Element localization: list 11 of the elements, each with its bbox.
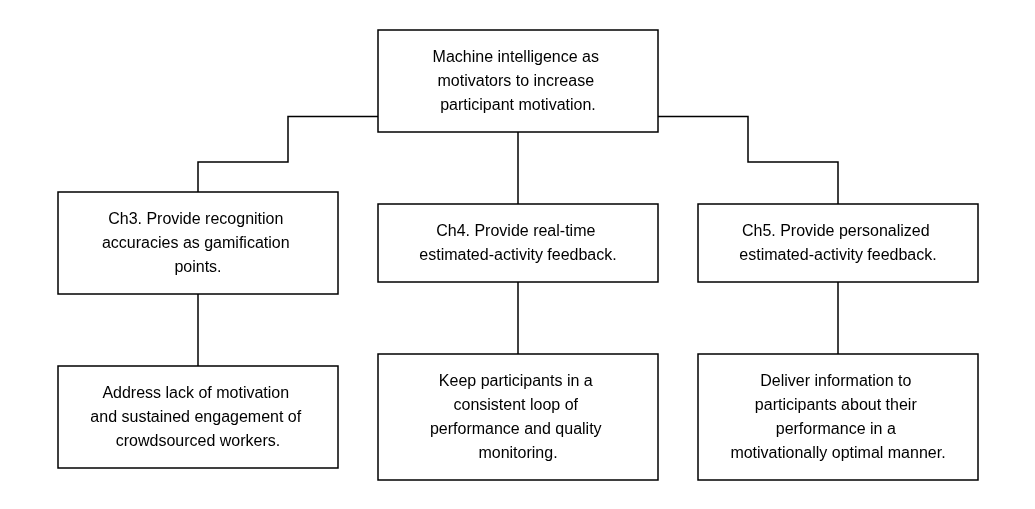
node-box: Deliver information to participants about their performance in a motivationally optimal manner. (696, 352, 979, 481)
node-box: Address lack of motivation and sustained engagement of crowdsourced workers. (56, 364, 339, 469)
node-box: Machine intelligence as motivators to increase participant motivation. (376, 28, 659, 133)
node-box: Ch4. Provide real-time estimated-activity feedback. (376, 202, 659, 283)
connector (836, 280, 839, 355)
node-box: Ch5. Provide personalized estimated-activity feedback. (696, 202, 979, 283)
connector (196, 292, 199, 367)
connector (516, 280, 519, 355)
node-box: Keep participants in a consistent loop of performance and quality monitoring. (376, 352, 659, 481)
node-box: Ch3. Provide recognition accuracies as gamification points. (56, 190, 339, 295)
connector (516, 130, 519, 205)
